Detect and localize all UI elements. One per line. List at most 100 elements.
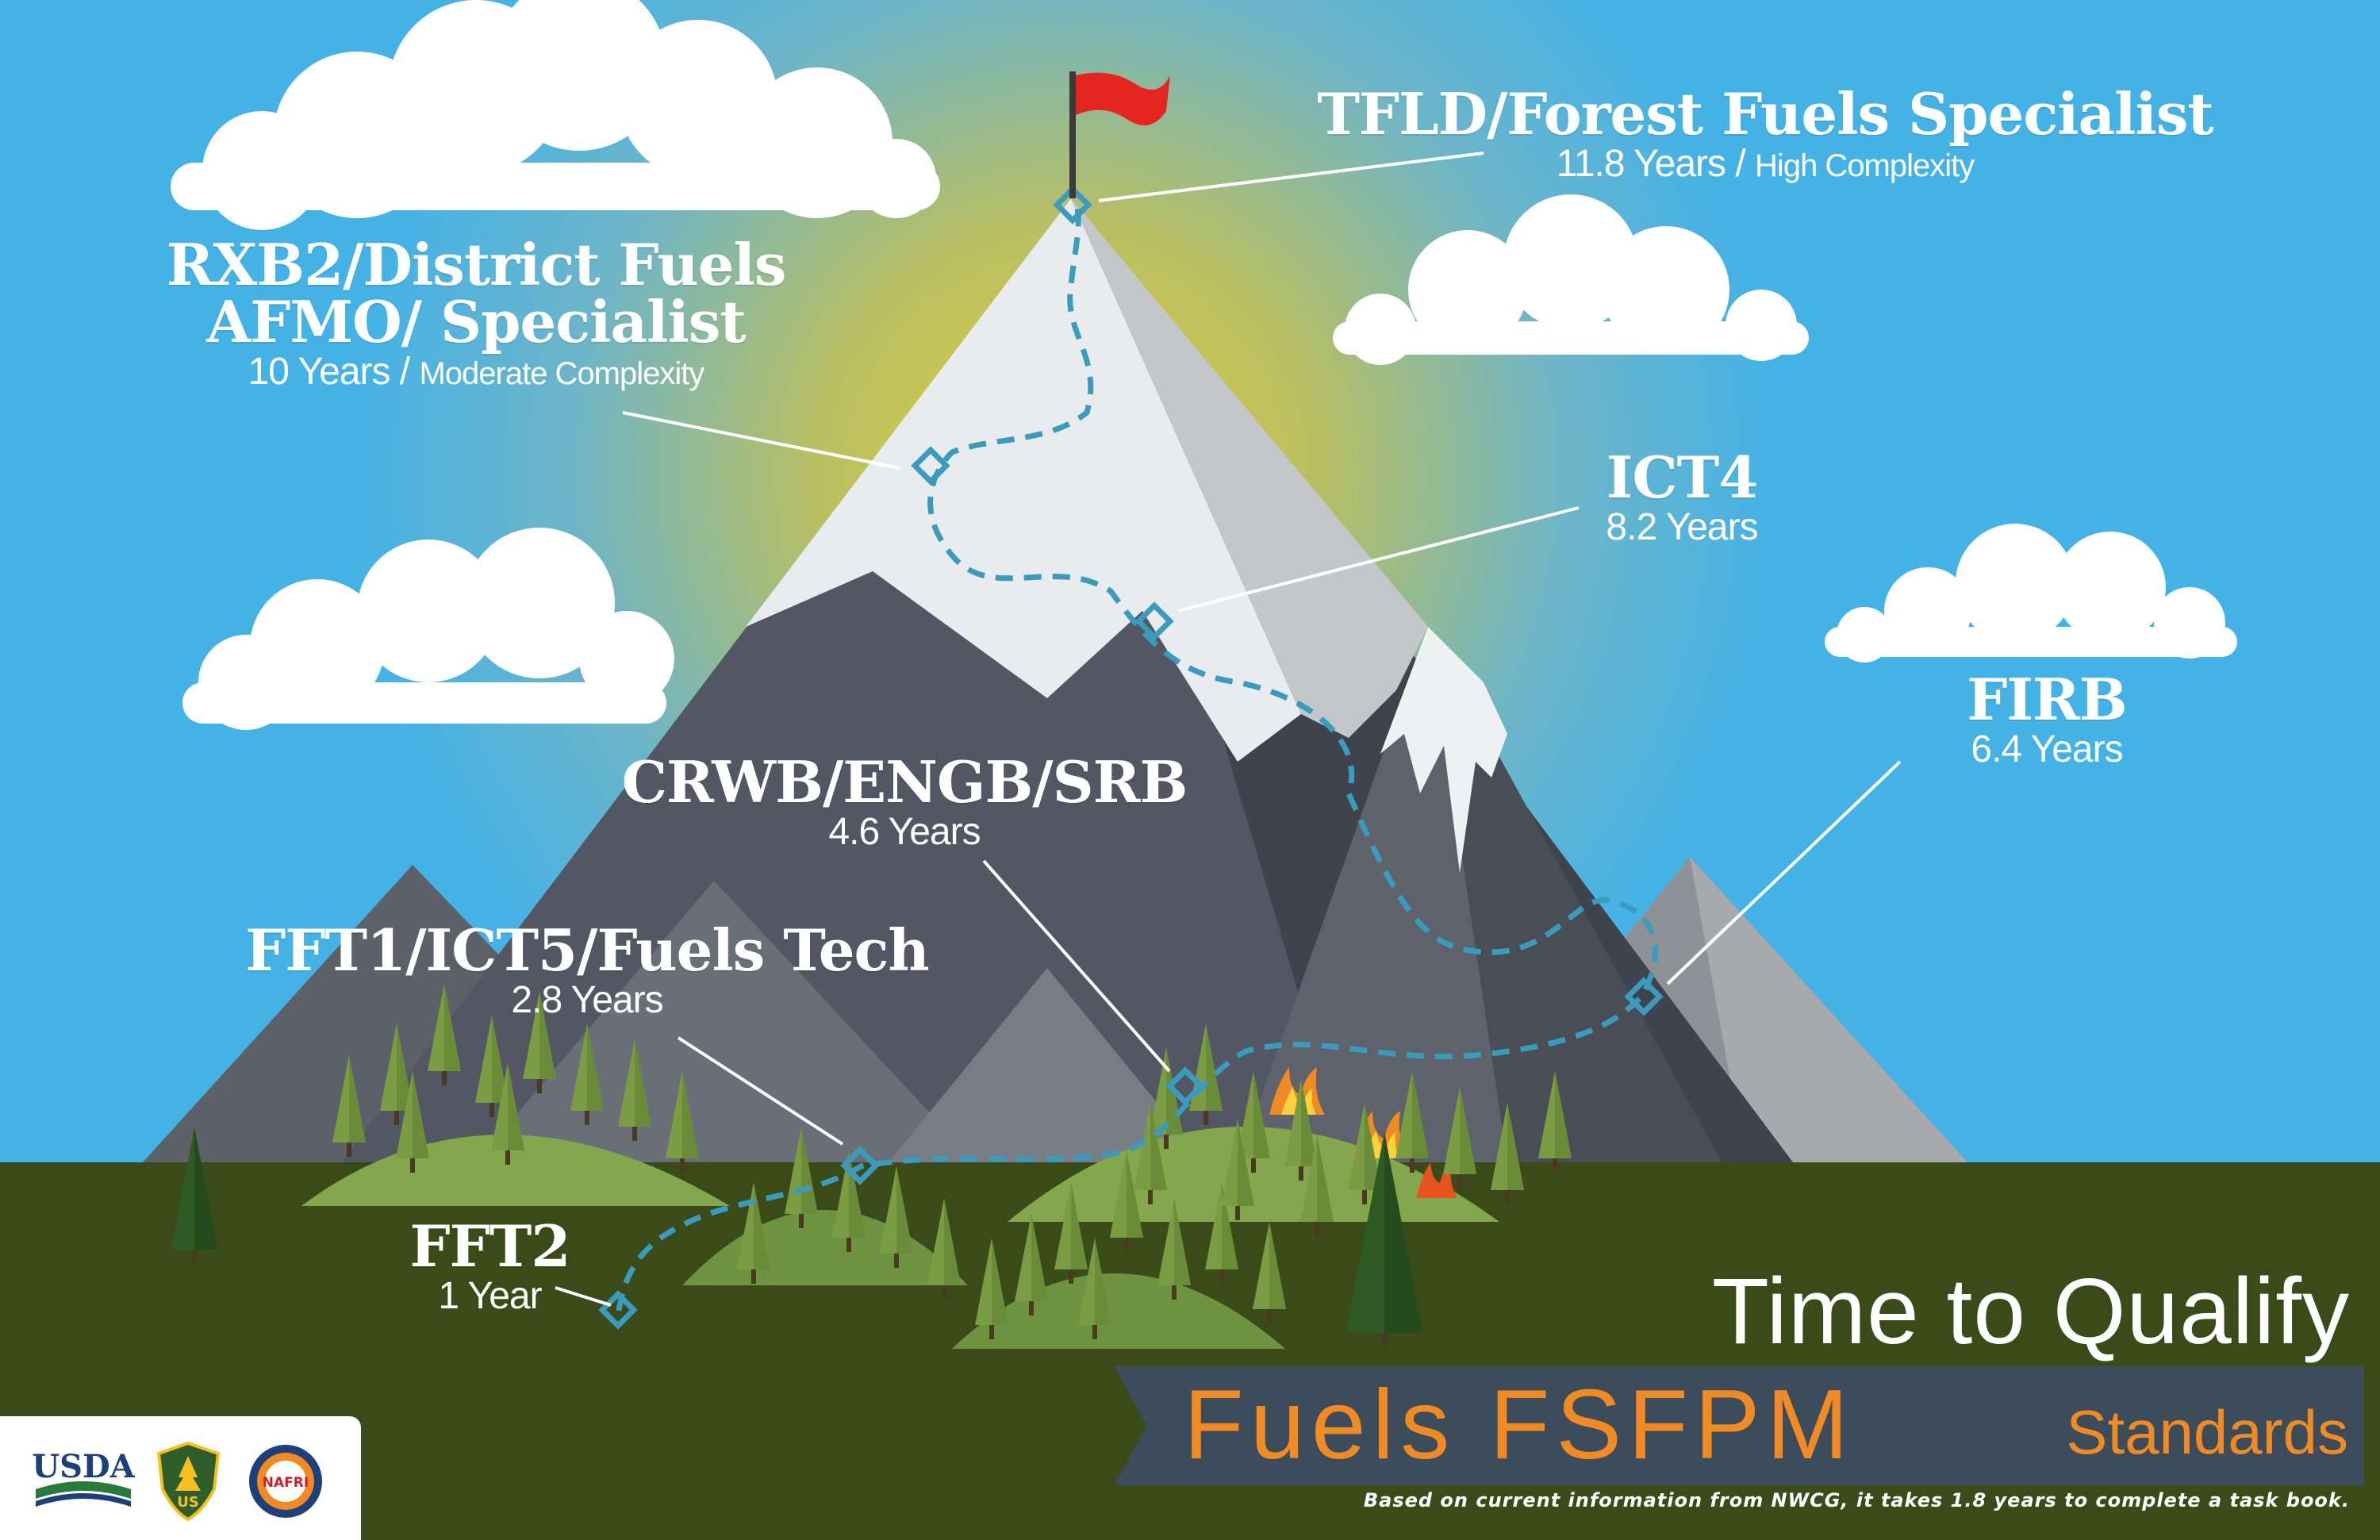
tree-shade (1253, 1071, 1270, 1158)
tree-shade (1365, 1103, 1381, 1190)
tree-trunk (489, 1103, 494, 1117)
stage-title: RXB2/District Fuels (166, 231, 787, 298)
label-rxb2: RXB2/District Fuels AFMO/ Specialist 10 … (119, 236, 833, 395)
tree-shade (1317, 1135, 1334, 1222)
stage-years: 8.2 Years (1606, 506, 1758, 548)
stage-years: 1 Year (438, 1275, 542, 1317)
tree-trunk (1203, 1111, 1208, 1125)
footnote: Based on current information from NWCG, … (1363, 1489, 2350, 1511)
tree-trunk (347, 1143, 351, 1157)
label-firb: FIRB 6.4 Years (1888, 671, 2205, 771)
tree-shade (508, 1063, 524, 1150)
tree-trunk (1553, 1158, 1557, 1173)
tree-shade (1071, 1182, 1088, 1269)
tree-trunk (1457, 1174, 1462, 1189)
forest-service-shield-logo: US (156, 1442, 221, 1521)
tree-trunk (192, 1250, 197, 1264)
stage-title: FFT1/ICT5/Fuels Tech (245, 916, 929, 984)
tree-trunk (1219, 1269, 1224, 1284)
stage-title-line2: AFMO/ Specialist (206, 288, 746, 355)
forest (171, 984, 1572, 1347)
stage-title: FFT2 (409, 1212, 571, 1280)
tree-shade (1301, 1079, 1318, 1166)
tree-trunk (1124, 1238, 1129, 1252)
cloud (171, 0, 940, 230)
tree-shade (1095, 1238, 1111, 1325)
tree-shade (1031, 1214, 1048, 1301)
tree-shade (587, 1023, 604, 1111)
tree-trunk (1092, 1325, 1097, 1339)
tree-trunk (1251, 1158, 1256, 1173)
tree-trunk (1362, 1190, 1367, 1204)
tree-shade (635, 1039, 651, 1127)
tree-trunk (680, 1158, 685, 1173)
tree-trunk (1382, 1333, 1387, 1347)
tree-shade (444, 984, 461, 1071)
headline-time-to-qualify: Time to Qualify (1711, 1259, 2350, 1364)
tree-shade (801, 1127, 818, 1214)
tree-shade (944, 1198, 961, 1285)
nafri-logo: NAFRI (249, 1445, 322, 1518)
stage-years: 10 Years / Moderate Complexity (119, 351, 833, 395)
tree-trunk (799, 1214, 804, 1228)
stage-years: 11.8 Years / High Complexity (1261, 143, 2269, 187)
tree-shade (1150, 1103, 1167, 1190)
tree-trunk (410, 1158, 415, 1173)
stage-years: 6.4 Years (1971, 728, 2123, 770)
tree-trunk (894, 1254, 899, 1268)
mountain (889, 968, 1206, 1162)
label-tfld: TFLD/Forest Fuels Specialist 11.8 Years … (1261, 86, 2269, 187)
tree-trunk (942, 1285, 946, 1300)
stage-title: TFLD/Forest Fuels Specialist (1317, 80, 2213, 148)
cloud (1333, 194, 1809, 365)
tree-trunk (1172, 1285, 1177, 1300)
tree-trunk (846, 1238, 851, 1252)
tree-trunk (505, 1150, 510, 1165)
flag-icon (1069, 71, 1170, 198)
svg-text:USDA: USDA (32, 1448, 135, 1485)
tree-shade (413, 1071, 429, 1158)
snow-cap (1380, 627, 1507, 873)
tree-trunk (394, 1111, 399, 1125)
headline-fuels-fsfpm: Fuels FSFPM (1184, 1370, 1855, 1480)
tree-trunk (1505, 1190, 1510, 1204)
snow-cap (746, 198, 1301, 762)
tree-trunk (537, 1079, 542, 1093)
usda-logo: USDA (32, 1448, 135, 1507)
tree-trunk (442, 1071, 447, 1085)
tree-shade (754, 1182, 770, 1269)
tree-shade (1127, 1150, 1143, 1238)
label-crwb: CRWB/ENGB/SRB 4.6 Years (587, 754, 1222, 854)
tree-shade (539, 992, 556, 1079)
cloud (1825, 524, 2237, 662)
tree-shade (682, 1071, 699, 1158)
stage-title: ICT4 (1606, 444, 1759, 511)
tree-shade (1174, 1198, 1191, 1285)
tree-trunk (1410, 1158, 1415, 1173)
tree-trunk (1299, 1166, 1303, 1181)
tree-trunk (1148, 1190, 1153, 1204)
career-path (616, 197, 1658, 1311)
label-fft2: FFT2 1 Year (401, 1218, 579, 1318)
mountain (476, 881, 976, 1162)
milestone-markers (598, 185, 1664, 1330)
stage-title: FIRB (1967, 666, 2128, 733)
headline-standards: Standards (2066, 1397, 2348, 1467)
tree-shade (992, 1238, 1008, 1325)
forest-service-text: US (177, 1494, 199, 1511)
tree-shade (1555, 1071, 1572, 1158)
cloud (182, 528, 674, 730)
logo-bar: USDA US NAFRI (0, 1416, 361, 1540)
tree-trunk (751, 1269, 756, 1284)
tree-trunk (1315, 1222, 1319, 1236)
stage-title: CRWB/ENGB/SRB (621, 748, 1188, 816)
stage-years-value: 11.8 Years / (1556, 143, 1746, 185)
tree-shade (1384, 1132, 1423, 1333)
tree-shade (1206, 1023, 1223, 1111)
headline-banner (1115, 1366, 2364, 1485)
tree-shade (1507, 1103, 1524, 1190)
label-fft1: FFT1/ICT5/Fuels Tech 2.8 Years (230, 922, 944, 1022)
tree-trunk (632, 1127, 637, 1141)
nafri-text: NAFRI (263, 1475, 309, 1491)
label-ict4: ICT4 8.2 Years (1523, 449, 1841, 549)
